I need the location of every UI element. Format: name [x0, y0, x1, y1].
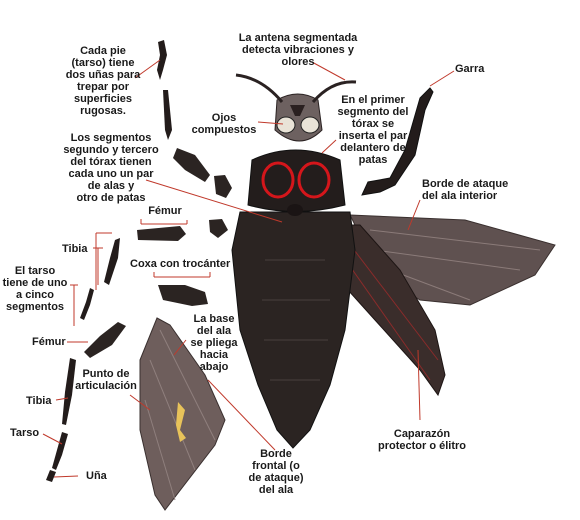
- label-base-ala: La base del ala se pliega hacia abajo: [190, 313, 238, 373]
- label-garra: Garra: [455, 63, 485, 75]
- tibia-piece-top: [163, 90, 172, 140]
- femur-piece-bottom: [84, 322, 126, 358]
- antenna-left: [235, 73, 284, 103]
- label-primer-segmento: En el primer segmento del tórax se inser…: [337, 94, 409, 166]
- femur-piece-mid: [137, 226, 186, 241]
- tibia-piece-mid: [104, 238, 120, 285]
- coxa-trochanter: [158, 285, 208, 306]
- label-tarso-segmentos: El tarso tiene de uno a cinco segmentos: [2, 265, 68, 313]
- label-punto-articulacion: Punto de articulación: [75, 368, 137, 392]
- claw-piece: [46, 470, 56, 482]
- label-borde-ataque-interior: Borde de ataque del ala interior: [422, 178, 509, 202]
- label-tarso: Tarso: [10, 427, 40, 439]
- label-segmentos-torax: Los segmentos segundo y tercero del tóra…: [63, 132, 159, 204]
- beetle-body: [231, 211, 356, 449]
- trochanter-piece-top: [214, 175, 232, 198]
- label-tarso-unas: Cada pie (tarso) tiene dos uñas para tre…: [65, 45, 141, 117]
- coxa-small: [209, 219, 228, 238]
- label-femur-top: Fémur: [148, 205, 182, 217]
- label-femur-bottom: Fémur: [32, 336, 66, 348]
- tarsus-piece-bottom: [52, 432, 68, 470]
- tarsus-piece-mid: [80, 288, 94, 320]
- label-coxa: Coxa con trocánter: [130, 258, 231, 270]
- label-ojos: Ojos compuestos: [191, 112, 257, 136]
- label-tibia-top: Tibia: [62, 243, 88, 255]
- label-caparazon: Caparazón protector o élitro: [377, 428, 466, 452]
- front-leg-right: [361, 87, 434, 196]
- label-borde-frontal: Borde frontal (o de ataque) del ala: [248, 448, 304, 496]
- pointer-lines: [42, 59, 455, 478]
- femur-piece-top: [173, 148, 210, 182]
- tarsus-piece-top: [157, 40, 167, 80]
- label-una: Uña: [86, 470, 107, 482]
- antenna-right: [311, 80, 357, 103]
- label-antena: La antena segmentada detecta vibraciones…: [238, 32, 358, 68]
- label-tibia-bottom: Tibia: [26, 395, 52, 407]
- tibia-piece-bottom: [62, 358, 76, 425]
